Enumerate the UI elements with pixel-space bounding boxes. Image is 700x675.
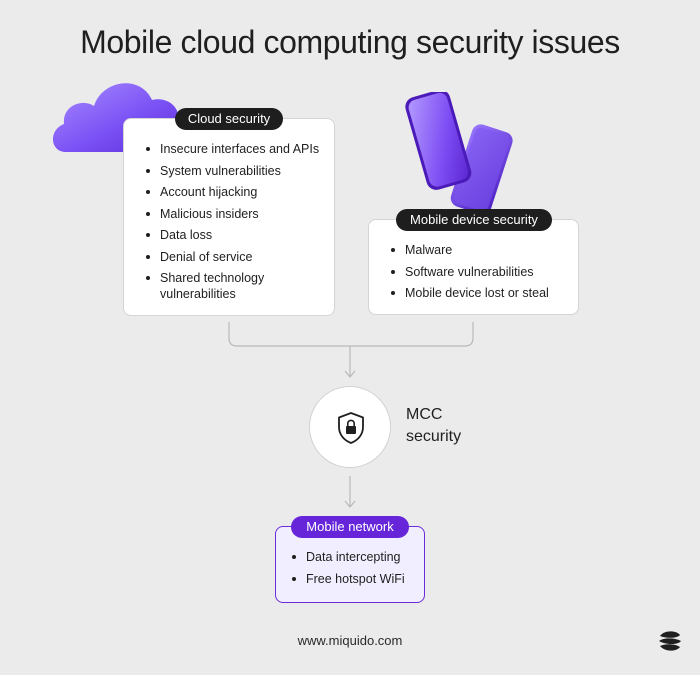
cloud-security-label: Cloud security — [175, 108, 283, 130]
list-item: Free hotspot WiFi — [290, 571, 414, 587]
mcc-label-line2: security — [406, 428, 462, 445]
mobile-network-card: Data intercepting Free hotspot WiFi — [275, 526, 425, 603]
page-title: Mobile cloud computing security issues — [80, 24, 620, 60]
smartphones-icon — [405, 92, 513, 215]
list-item: Insecure interfaces and APIs — [144, 141, 320, 157]
mobile-network-label: Mobile network — [291, 516, 409, 538]
mcc-security-node — [309, 386, 391, 468]
list-item: Malicious insiders — [144, 206, 320, 222]
list-item: Data loss — [144, 227, 320, 243]
cloud-security-list: Insecure interfaces and APIs System vuln… — [144, 141, 320, 302]
list-item: Denial of service — [144, 249, 320, 265]
mcc-security-label: MCC security — [406, 404, 461, 448]
device-security-card: Malware Software vulnerabilities Mobile … — [368, 219, 579, 315]
mcc-label-line1: MCC — [406, 406, 443, 423]
cloud-security-card: Insecure interfaces and APIs System vuln… — [123, 118, 335, 316]
list-item: Account hijacking — [144, 184, 320, 200]
brand-logo-icon — [659, 631, 681, 651]
list-item: Software vulnerabilities — [389, 264, 564, 280]
footer-url[interactable]: www.miquido.com — [297, 633, 403, 648]
device-security-list: Malware Software vulnerabilities Mobile … — [389, 242, 564, 301]
device-security-label: Mobile device security — [396, 209, 552, 231]
list-item: Malware — [389, 242, 564, 258]
list-item: Data intercepting — [290, 549, 414, 565]
mobile-network-list: Data intercepting Free hotspot WiFi — [290, 549, 414, 587]
list-item: System vulnerabilities — [144, 163, 320, 179]
shield-lock-icon — [338, 412, 364, 444]
list-item: Shared technology vulnerabilities — [144, 270, 310, 302]
list-item: Mobile device lost or steal — [389, 285, 564, 301]
